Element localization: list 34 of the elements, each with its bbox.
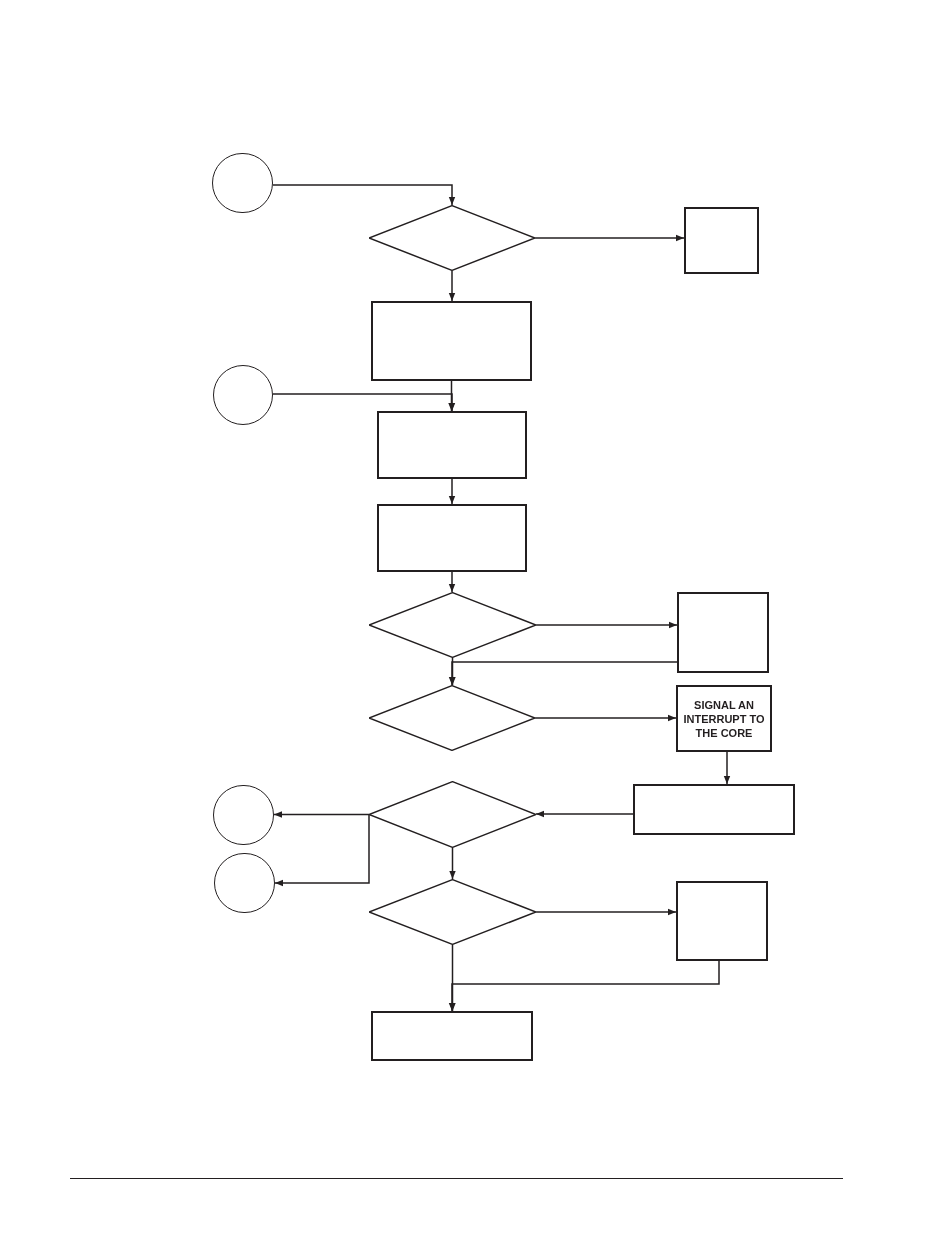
process-box	[676, 881, 768, 961]
arrow	[448, 478, 456, 505]
decision-diamond	[369, 781, 536, 848]
arrow	[272, 393, 456, 412]
arrow	[448, 380, 455, 412]
arrow	[535, 810, 634, 818]
arrow	[448, 270, 456, 302]
process-box	[377, 504, 527, 572]
arrow	[535, 908, 677, 916]
arrow	[449, 657, 456, 686]
process-box	[377, 411, 527, 479]
node-text: SIGNAL AN INTERRUPT TO THE CORE	[682, 697, 766, 740]
decision-diamond	[369, 879, 536, 945]
decision-diamond	[369, 592, 536, 658]
process-box	[371, 1011, 533, 1061]
decision-diamond	[369, 205, 535, 271]
arrow	[449, 847, 456, 880]
arrow	[274, 813, 370, 887]
decision-diamond	[369, 685, 535, 751]
arrow	[448, 661, 678, 686]
arrow	[448, 571, 456, 593]
process-box	[633, 784, 795, 835]
arrow	[534, 714, 677, 722]
arrow	[534, 234, 685, 242]
process-box	[371, 301, 532, 381]
arrow	[449, 944, 456, 1012]
arrow	[448, 960, 720, 1012]
process-box	[676, 685, 772, 752]
arrow	[272, 184, 456, 206]
arrow	[535, 621, 678, 629]
process-box	[677, 592, 769, 673]
arrow	[723, 751, 731, 785]
arrow	[273, 811, 370, 818]
process-box	[684, 207, 759, 274]
